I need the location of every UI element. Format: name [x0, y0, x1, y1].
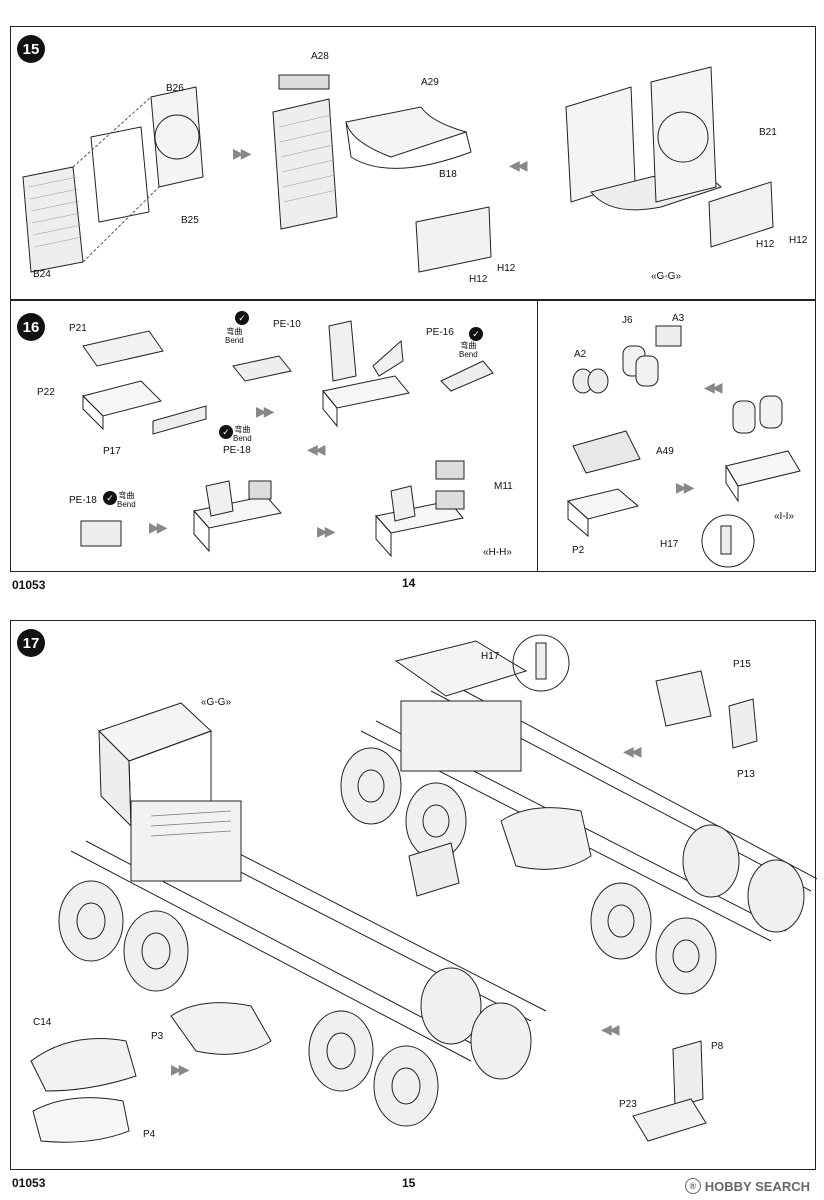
subassembly-i-i: «I-I»	[774, 511, 795, 522]
label-p3: P3	[151, 1031, 164, 1042]
step-15-panel: 15	[10, 26, 816, 300]
step-16-i-i-drawing	[566, 325, 801, 568]
label-h12-b: H12	[469, 274, 488, 285]
label-p22: P22	[37, 387, 55, 398]
check-icon: ✓	[103, 491, 117, 505]
check-icon: ✓	[469, 327, 483, 341]
label-h12-a: H12	[497, 263, 516, 274]
label-p23: P23	[619, 1099, 637, 1110]
assembly-arrow: ▶▶	[233, 145, 251, 161]
check-icon: ✓	[219, 425, 233, 439]
label-c14: C14	[33, 1017, 52, 1028]
assembly-arrow: ◀◀	[601, 1021, 619, 1037]
watermark-brand: HOBBY SEARCH	[704, 1178, 810, 1194]
assembly-arrow: ◀◀	[307, 441, 325, 457]
step-16-drawing	[80, 320, 494, 558]
page-number-top: 14	[402, 576, 416, 590]
label-b25: B25	[181, 215, 199, 226]
label-pe-18-left: PE-18	[69, 495, 97, 506]
check-icon: ✓	[235, 311, 249, 325]
label-h17: H17	[660, 539, 679, 550]
label-p13: P13	[737, 769, 755, 780]
label-pe-18-mid: PE-18	[223, 445, 251, 456]
subassembly-h-h: «H-H»	[483, 547, 512, 558]
label-a49: A49	[656, 446, 674, 457]
label-m11: M11	[494, 481, 513, 492]
label-j6: J6	[622, 315, 633, 326]
label-b26: B26	[166, 83, 184, 94]
assembly-arrow: ▶▶	[676, 479, 694, 495]
kit-code-top: 01053	[12, 578, 46, 592]
label-p2: P2	[572, 545, 585, 556]
label-p8: P8	[711, 1041, 724, 1052]
assembly-arrow: ◀◀	[509, 157, 527, 173]
step-17-panel: 17	[10, 620, 817, 1170]
step-16-panel: 16	[10, 300, 538, 572]
label-b24: B24	[33, 269, 51, 280]
assembly-arrow: ▶▶	[171, 1061, 189, 1077]
step-16-i-i-panel: J6 A3 A2 A49 P2 H17 «I-I» ◀◀ ▶▶	[537, 300, 816, 572]
page-number-bottom: 15	[402, 1176, 416, 1190]
assembly-arrow: ▶▶	[317, 523, 335, 539]
step-number-16: 16	[17, 313, 45, 341]
registered-mark-icon: ®	[684, 1178, 701, 1194]
watermark: ® HOBBY SEARCH	[684, 1178, 810, 1194]
step-15-drawing	[22, 66, 774, 273]
label-a29: A29	[421, 77, 439, 88]
label-pe-10: PE-10	[273, 319, 301, 330]
assembly-arrow: ▶▶	[149, 519, 167, 535]
assembly-arrow: ▶▶	[256, 403, 274, 419]
subassembly-g-g: «G-G»	[201, 697, 232, 708]
label-p21: P21	[69, 323, 87, 334]
kit-code-bottom: 01053	[12, 1176, 46, 1190]
label-h12-c: H12	[756, 239, 775, 250]
label-a28: A28	[311, 51, 329, 62]
assembly-arrow: ◀◀	[623, 743, 641, 759]
label-b18: B18	[439, 169, 457, 180]
label-a3: A3	[672, 313, 685, 324]
step-number-17: 17	[17, 629, 45, 657]
label-p4: P4	[143, 1129, 156, 1140]
label-h12-d: H12	[789, 235, 808, 246]
step-number-15: 15	[17, 35, 45, 63]
label-b21: B21	[759, 127, 777, 138]
label-pe-16: PE-16	[426, 327, 454, 338]
subassembly-g-g: «G-G»	[651, 271, 682, 282]
label-p15: P15	[733, 659, 751, 670]
step-17-drawing	[30, 634, 817, 1143]
label-p17: P17	[103, 446, 121, 457]
label-a2: A2	[574, 349, 587, 360]
assembly-arrow: ◀◀	[704, 379, 722, 395]
label-h17: H17	[481, 651, 500, 662]
